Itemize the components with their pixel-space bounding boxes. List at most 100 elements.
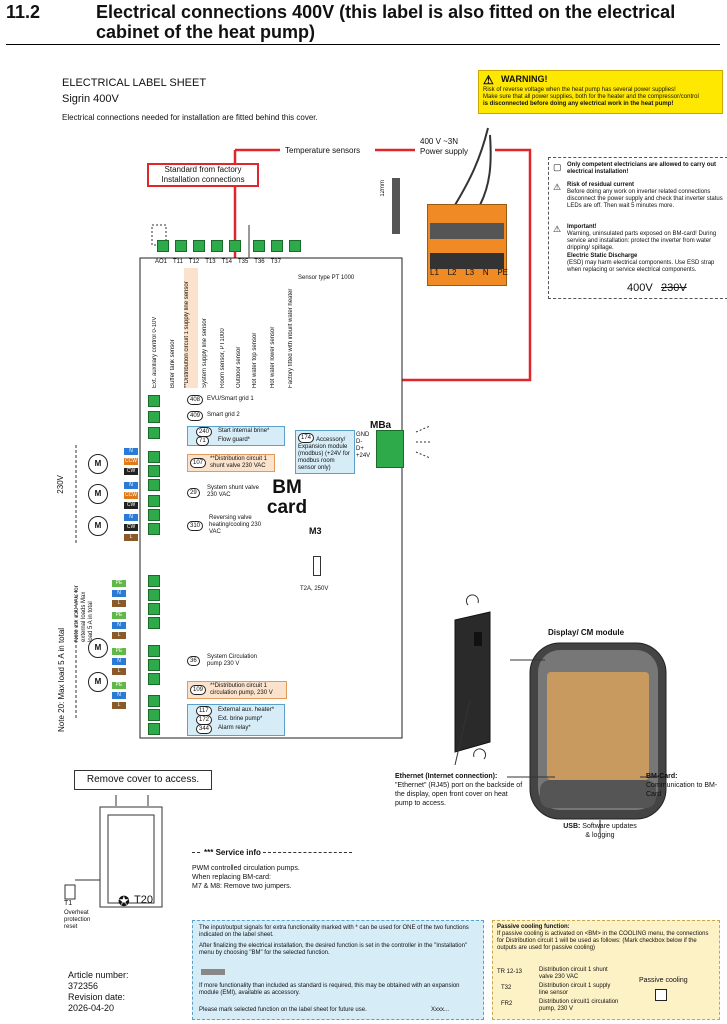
wire-l: L: [112, 702, 126, 709]
standard-line-2: Installation connections: [161, 175, 245, 184]
terminal: [148, 509, 160, 521]
manual-icon: ▢: [553, 162, 562, 172]
motor-icon: M: [88, 484, 108, 504]
passive-row: Distribution circuit1 circulation pump, …: [539, 999, 619, 1012]
warning-line: Make sure that all power supplies, both …: [483, 94, 699, 100]
service-info: *** Service info PWM controlled circulat…: [192, 848, 352, 907]
service-line: PWM controlled circulation pumps.: [192, 865, 300, 872]
torx-icon: ✪: [118, 893, 130, 909]
mba-d-minus: D-: [356, 439, 363, 445]
bm-card-title: BM-Card:: [646, 773, 678, 780]
revision-label: Revision date:: [68, 992, 126, 1002]
terminal: [148, 451, 160, 463]
wire-ccw: CCW: [124, 492, 138, 499]
safety-box: Only competent electricians are allowed …: [548, 157, 727, 299]
function-system-circ-pump: System Circulation pump 230 V: [207, 654, 258, 667]
terminal: [148, 465, 160, 477]
top-function-labels: Ext. auxiliary control 0-10V Buffer tank…: [152, 268, 308, 388]
ethernet-desc: "Ethernet" (RJ45) port on the backside o…: [395, 782, 523, 807]
service-line: M7 & M8: Remove two jumpers.: [192, 883, 292, 890]
warning-text: Risk of reverse voltage when the heat pu…: [483, 87, 719, 108]
wire-l: L: [112, 668, 126, 675]
extra-line-1: The input/output signals for extra funct…: [199, 925, 469, 938]
t1-label: T1: [64, 900, 73, 907]
passive-row: Distribution circuit 1 shunt valve 230 V…: [539, 967, 608, 980]
power-terminal-labels: L1 L2 L3 N PE: [430, 268, 508, 278]
voltage-230v-crossed: 230V: [661, 282, 687, 294]
torx-label: T20: [134, 894, 153, 906]
service-line: When replacing BM-card:: [192, 874, 271, 881]
wire-n: N: [124, 514, 138, 521]
passive-cooling-checkbox[interactable]: [655, 989, 667, 1001]
wire-n: N: [112, 658, 126, 665]
service-title: *** Service info: [202, 848, 263, 858]
dist-pump-box: 109 **Distribution circuit 1 circulation…: [187, 681, 287, 699]
wire-n: N: [124, 482, 138, 489]
terminal-n: N: [482, 268, 489, 277]
article-number: 372356: [68, 981, 99, 991]
motor-icon: M: [88, 516, 108, 536]
voltage-230v-label: 230V: [56, 475, 65, 494]
display-cm-label: Display/ CM module: [548, 628, 625, 637]
terminal-label: T13: [205, 259, 216, 265]
sensor-type-label: Sensor type PT 1000: [298, 275, 355, 281]
pump-motor-icon: M: [88, 672, 108, 692]
mba-label: MBa: [370, 420, 392, 431]
ethernet-title: Ethernet (Internet connection):: [395, 773, 498, 780]
terminal: [148, 617, 160, 629]
function-flow-guard: Flow guard*: [218, 437, 251, 443]
terminal-label: T35: [237, 259, 249, 265]
warning-icon: ⚠: [483, 73, 494, 87]
note20-label: Note 20: Max load 5 A in total: [57, 627, 66, 732]
terminal: [148, 479, 160, 491]
terminal: [148, 645, 160, 657]
m3-label: M3: [309, 526, 322, 536]
standard-factory-box: Standard from factory Installation conne…: [147, 163, 259, 187]
pump-motor-icon: M: [88, 638, 108, 658]
warning-line: Risk of reverse voltage when the heat pu…: [483, 87, 676, 93]
safety-esd-title: Electric Static Discharge: [567, 253, 638, 259]
article-label: Article number:: [68, 970, 129, 980]
warning-title: WARNING!: [501, 74, 548, 84]
terminal: [148, 495, 160, 507]
top-terminal-labels: AO1 T11 T12 T13 T14 T35 T36 T37: [155, 259, 315, 266]
wire-ccw: CCW: [124, 458, 138, 465]
temp-sensors-label: Temperature sensors: [285, 146, 361, 156]
terminal: [175, 240, 187, 252]
function-ext-aux-heater: External aux. heater*: [218, 707, 275, 713]
function-num: 408: [187, 395, 204, 405]
passive-cooling-box: Passive cooling function: If passive coo…: [492, 920, 720, 1020]
sheet-heading: ELECTRICAL LABEL SHEET: [62, 77, 207, 89]
function-outdoor-sensor: Outdoor sensor: [236, 346, 242, 388]
function-num: 71: [196, 436, 209, 446]
passive-text: If passive cooling is activated on <BM> …: [497, 931, 709, 951]
terminal-label: T12: [188, 259, 200, 265]
terminal-bar: [430, 223, 504, 239]
passive-title: Passive cooling function:: [497, 924, 570, 930]
service-rule: [192, 852, 352, 853]
extra-line-3: If more functionality than included as s…: [199, 983, 460, 996]
wire-pe: PE: [112, 682, 126, 689]
remove-cover-box: Remove cover to access.: [74, 770, 212, 790]
terminal-label: T36: [254, 259, 265, 265]
passive-tag: FR2: [501, 1001, 513, 1007]
function-num: 107: [190, 458, 207, 468]
terminal: [148, 427, 160, 439]
function-num: 36: [187, 656, 200, 666]
terminal-l3: L3: [465, 268, 475, 277]
function-dist-supply-sensor: **Distribution circuit 1 supply line sen…: [184, 268, 198, 388]
terminal: [289, 240, 301, 252]
ethernet-note: Ethernet (Internet connection): "Etherne…: [395, 772, 525, 808]
function-accessory: Accessory/ Expansion module (modbus) (+2…: [298, 437, 350, 471]
terminal: [148, 523, 160, 535]
terminal: [211, 240, 223, 252]
wire-pe: PE: [112, 612, 126, 619]
safety-esd-text: (ESD) may harm electrical components. Us…: [567, 260, 715, 273]
terminal-bar: [430, 253, 504, 269]
wire-cw: CW: [124, 502, 138, 509]
section-title: Electrical connections 400V (this label …: [96, 2, 676, 42]
service-text: PWM controlled circulation pumps. When r…: [192, 864, 300, 891]
mba-gnd: GND: [356, 432, 370, 438]
wire-n: N: [112, 692, 126, 699]
terminal: [148, 603, 160, 615]
